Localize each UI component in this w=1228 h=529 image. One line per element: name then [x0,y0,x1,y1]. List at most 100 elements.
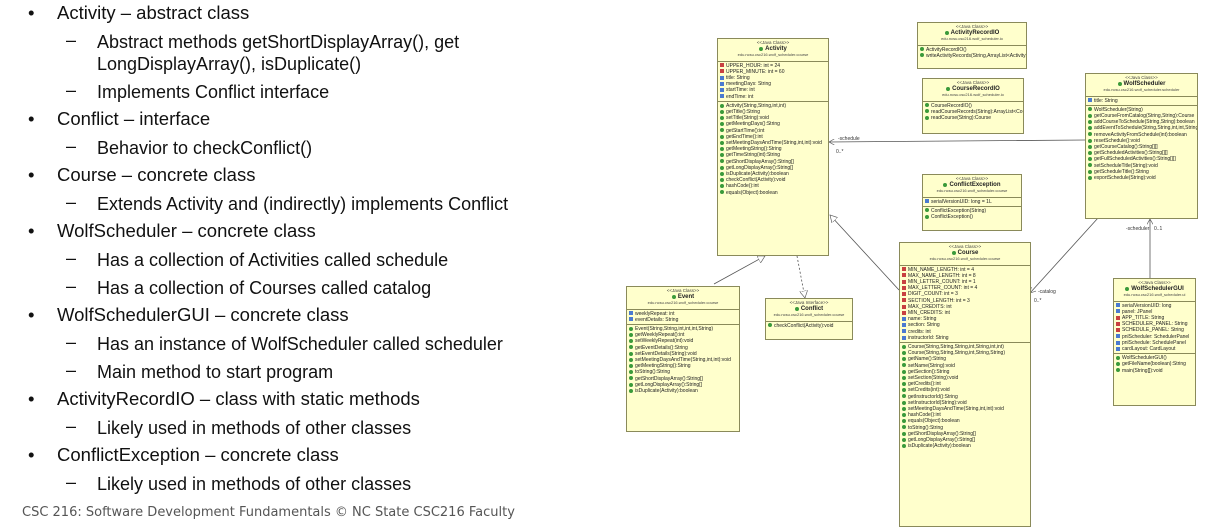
method-row: setCredits(int):void [902,387,1028,393]
method-row: getShortDisplayArray():String[] [720,159,826,165]
sub-bullet-dash: – [66,30,77,50]
sub-bullet-dash: – [66,360,77,380]
field-row: SCHEDULE_PANEL: String [1116,327,1193,333]
class-package: edu.ncsu.csc216.wolf_scheduler.course [929,256,1001,262]
method-icon [629,332,633,337]
class-package: edu.ncsu.csc216.wolf_scheduler.course [773,312,845,318]
field-row: credits: int [902,329,1028,335]
method-icon [1088,119,1092,124]
field-icon [902,285,906,290]
class-stereotype: <<Java Class>> [666,288,700,293]
field-row: startTime: int [720,87,826,93]
method-icon [902,388,906,393]
method-icon [1088,132,1092,137]
method-row: checkConflict(Activity):void [720,177,826,183]
method-row: getFullScheduledActivities():String[][] [1088,156,1195,162]
field-icon [902,316,906,321]
method-icon [1088,138,1092,143]
class-name: CourseRecordIO [923,86,1023,92]
method-row: setSection(String):void [902,375,1028,381]
method-row: addCourseToSchedule(String,String):boole… [1088,119,1195,125]
inherit-event-activity [713,256,765,285]
field-icon [1116,303,1120,308]
field-row: panel: JPanel [1116,309,1193,315]
bullet-dot: • [28,444,35,465]
methods-section: ActivityRecordIO()writeActivityRecords(S… [918,46,1026,60]
method-row: getTimeString(int):String [720,152,826,158]
method-row: getLongDisplayArray():String[] [902,437,1028,443]
field-row: SCHEDULER_PANEL: String [1116,321,1193,327]
methods-section: WolfScheduler(String)getCourseFromCatalo… [1086,106,1197,182]
class-stereotype: <<Java Class>> [955,24,989,29]
field-row: MIN_CREDITS: int [902,310,1028,316]
sub-bullet-dash: – [66,276,77,296]
field-icon [1116,334,1120,339]
field-icon [902,292,906,297]
method-icon [720,109,724,114]
field-row: title: String [1088,98,1195,104]
field-icon [902,323,906,328]
method-icon [902,350,906,355]
sub-bullet-dash: – [66,248,77,268]
method-row: isDuplicate(Activity):boolean [902,443,1028,449]
method-icon [902,443,906,448]
class-stereotype: <<Java Class>> [756,40,790,45]
method-icon [925,115,929,120]
method-row: Event(String,String,int,int,int,String) [629,326,737,332]
field-row: pnlSchedule: SchedulePanel [1116,340,1193,346]
bullet-dot: • [28,164,35,185]
method-row: getFileName(boolean):String [1116,361,1193,367]
field-icon [1088,98,1092,103]
method-icon [1088,157,1092,162]
method-icon [720,134,724,139]
method-icon [720,171,724,176]
class-icon [759,46,764,51]
field-icon [902,273,906,278]
method-icon [1088,107,1092,112]
assoc-schedule-label: -schedule [838,136,860,142]
method-icon [720,159,724,164]
method-icon [902,400,906,405]
field-icon [1116,321,1120,326]
class-name: ActivityRecordIO [918,30,1026,36]
class-icon [794,306,799,311]
sub-bullet-text: Has a collection of Courses called catal… [97,278,432,298]
field-row: MIN_NAME_LENGTH: int = 4 [902,267,1028,273]
method-icon [1088,150,1092,155]
field-icon [902,304,906,309]
bullet-text: ConflictException – concrete class [57,444,339,465]
bullet-text: ActivityRecordIO – class with static met… [57,388,420,409]
field-icon [1116,328,1120,333]
method-icon [1088,126,1092,131]
field-row: APP_TITLE: String [1116,315,1193,321]
method-row: resetSchedule():void [1088,138,1195,144]
method-row: setMeetingDaysAndTime(String,int,int):vo… [629,357,737,363]
methods-section: Activity(String,String,int,int)getTitle(… [718,102,828,197]
class-name: Activity [718,46,828,52]
field-row: MIN_LETTER_COUNT: int = 1 [902,279,1028,285]
method-icon [1088,163,1092,168]
field-icon [925,199,929,204]
method-row: setScheduleTitle(String):void [1088,163,1195,169]
methods-section: Course(String,String,String,int,String,i… [900,343,1030,450]
class-icon [1125,286,1130,291]
method-row: getStartTime():int [720,128,826,134]
field-row: UPPER_MINUTE: int = 60 [720,69,826,75]
method-row: main(String[]):void [1116,368,1193,374]
method-row: ConflictException() [925,214,1019,220]
class-name: ConflictException [923,182,1021,188]
assoc-catalog-line [1030,217,1099,293]
